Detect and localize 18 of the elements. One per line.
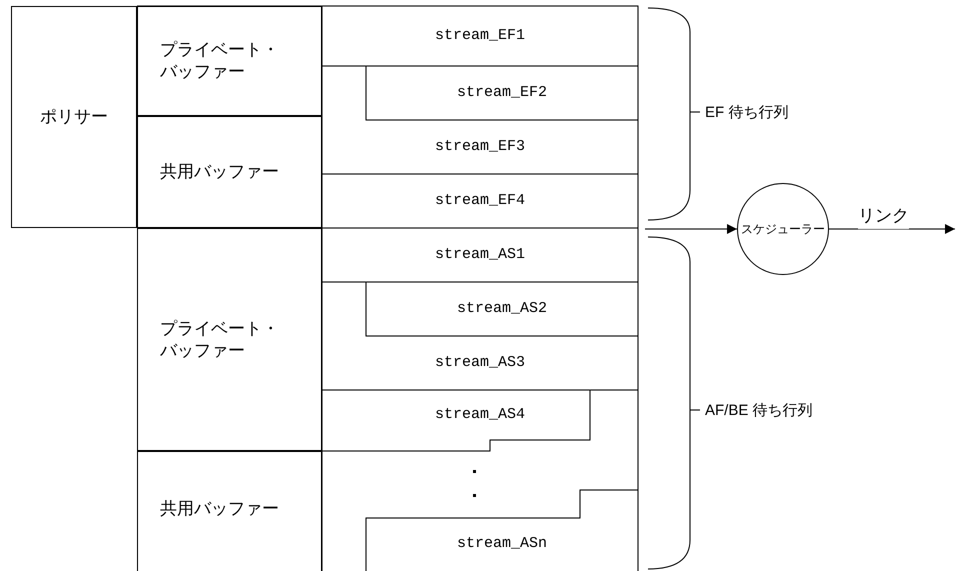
policer-box: ポリサー <box>11 6 137 228</box>
buffer-box: プライベート・バッファー <box>137 228 322 451</box>
stream-label: stream_EF4 <box>322 174 638 228</box>
stream-label: stream_EF1 <box>322 6 638 66</box>
arrow <box>828 224 956 234</box>
stream-label: stream_AS1 <box>322 228 638 282</box>
queue-label: EF 待ち行列 <box>705 103 788 123</box>
stream-label: stream_EF3 <box>322 120 638 174</box>
stream-label: stream_AS3 <box>322 336 638 390</box>
buffer-box: プライベート・バッファー <box>137 6 322 116</box>
buffer-box: 共用バッファー <box>137 451 322 571</box>
stream-label: stream_AS4 <box>322 390 638 440</box>
stream-label: stream_EF2 <box>366 66 638 120</box>
buffer-box: 共用バッファー <box>137 116 322 228</box>
stream-label: stream_ASn <box>366 518 638 571</box>
arrow <box>644 224 738 234</box>
stream-label: stream_AS2 <box>366 282 638 336</box>
queue-label: AF/BE 待ち行列 <box>705 401 813 421</box>
